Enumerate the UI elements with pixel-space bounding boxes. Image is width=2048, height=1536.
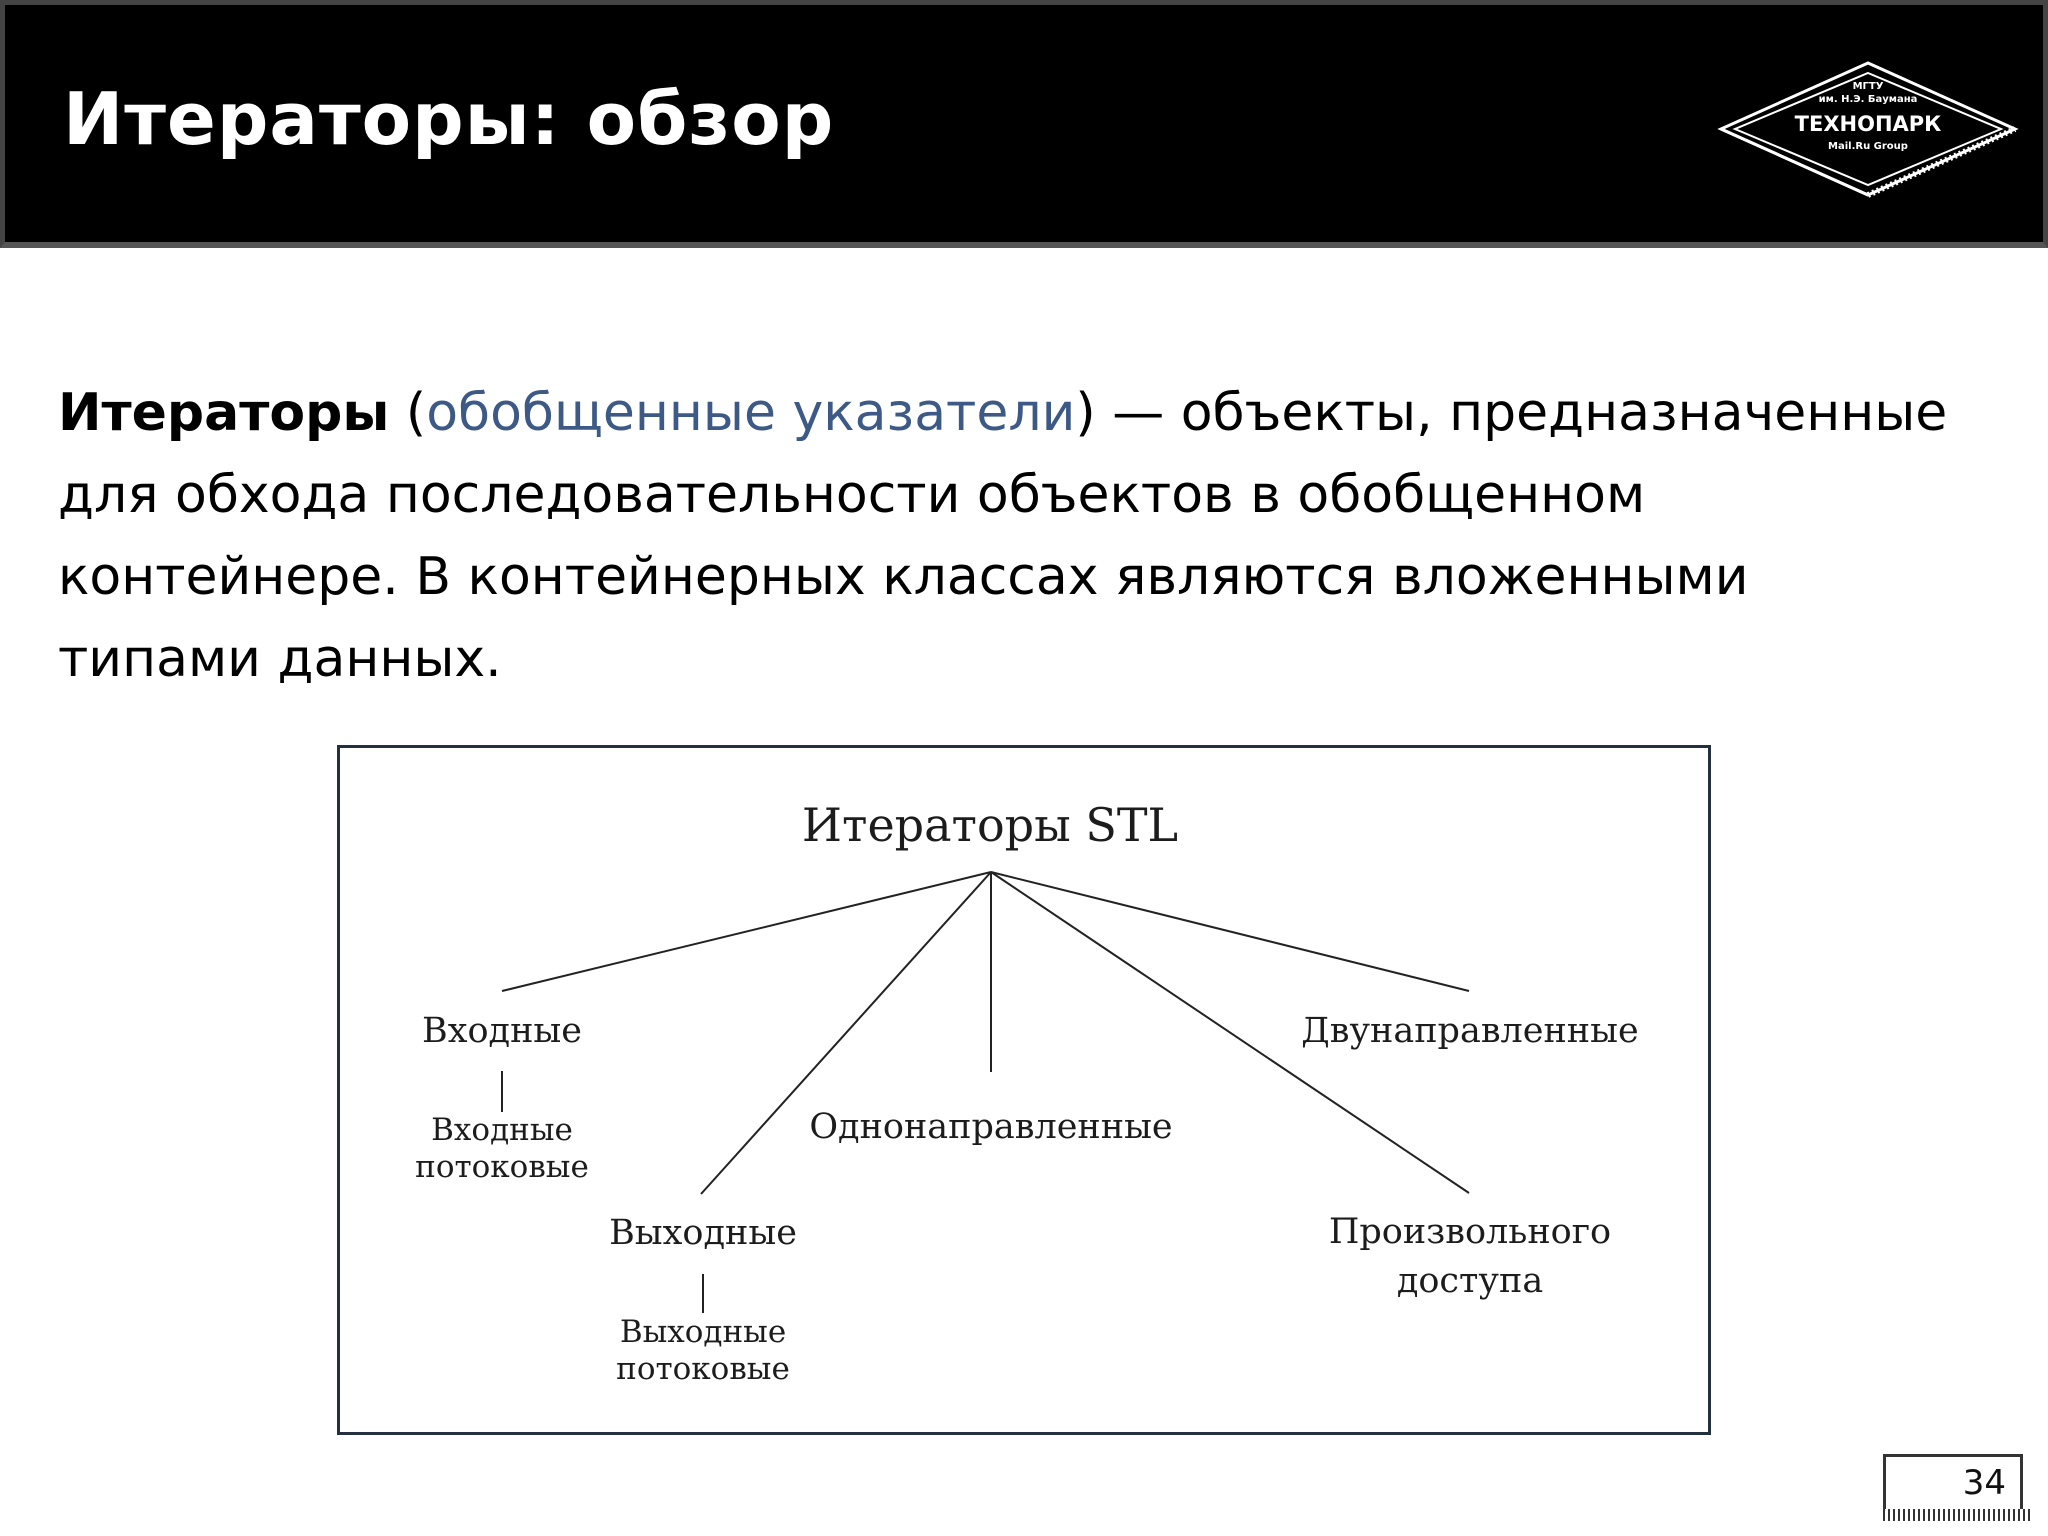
logo-sub: Mail.Ru Group bbox=[1828, 141, 1908, 152]
node-root: Итераторы STL bbox=[801, 798, 1179, 852]
edge-root-output bbox=[700, 871, 992, 1195]
node-bidirectional: Двунаправленные bbox=[1301, 1011, 1639, 1051]
diagram-connectors bbox=[501, 871, 1470, 1313]
node-input-stream-line1: Входные bbox=[431, 1112, 573, 1148]
intro-open-paren: ( bbox=[389, 383, 427, 443]
slide-header: Итераторы: обзор МГТУ им. Н.Э. Баумана Т… bbox=[0, 0, 2048, 248]
iterator-hierarchy-diagram: Итераторы STL Входные Входные потоковые … bbox=[337, 745, 1711, 1435]
node-output-stream: Выходные потоковые bbox=[540, 1314, 866, 1388]
node-forward: Однонаправленные bbox=[809, 1107, 1173, 1147]
node-random-access: Произвольного доступа bbox=[1320, 1208, 1620, 1306]
node-output-stream-line1: Выходные bbox=[619, 1314, 787, 1350]
node-input: Входные bbox=[422, 1011, 582, 1051]
intro-rest-line1: ) — объекты, предназначенные bbox=[1075, 383, 1948, 443]
intro-paragraph: Итераторы (обобщенные указатели) — объек… bbox=[58, 372, 2008, 700]
node-random-access-line1: Произвольного bbox=[1328, 1212, 1612, 1252]
node-input-stream: Входные потоковые bbox=[340, 1112, 664, 1186]
intro-line2: для обхода последовательности объектов в… bbox=[58, 465, 1646, 525]
intro-alias: обобщенные указатели bbox=[426, 383, 1076, 443]
page-number: 34 bbox=[1962, 1463, 2006, 1503]
intro-term: Итераторы bbox=[58, 383, 390, 443]
logo-line1: МГТУ bbox=[1853, 81, 1884, 92]
edge-root-input bbox=[501, 871, 992, 992]
page-number-box: 34 bbox=[1883, 1454, 2031, 1521]
technopark-logo: МГТУ им. Н.Э. Баумана ТЕХНОПАРК Mail.Ru … bbox=[1717, 61, 2019, 198]
page-box-shadow bbox=[1883, 1509, 2031, 1521]
edge-root-random bbox=[990, 871, 1470, 1194]
node-input-stream-line2: потоковые bbox=[415, 1149, 589, 1186]
node-random-access-line2: доступа bbox=[1396, 1261, 1544, 1301]
intro-line4: типами данных. bbox=[58, 629, 502, 689]
edge-root-bidirectional bbox=[990, 871, 1470, 992]
logo-line2: им. Н.Э. Баумана bbox=[1819, 94, 1918, 105]
node-output-stream-line2: потоковые bbox=[616, 1351, 790, 1388]
intro-line3: контейнере. В контейнерных классах являю… bbox=[58, 547, 1749, 607]
node-output: Выходные bbox=[609, 1213, 797, 1253]
logo-brand: ТЕХНОПАРК bbox=[1795, 112, 1942, 136]
slide-title: Итераторы: обзор bbox=[63, 77, 835, 161]
